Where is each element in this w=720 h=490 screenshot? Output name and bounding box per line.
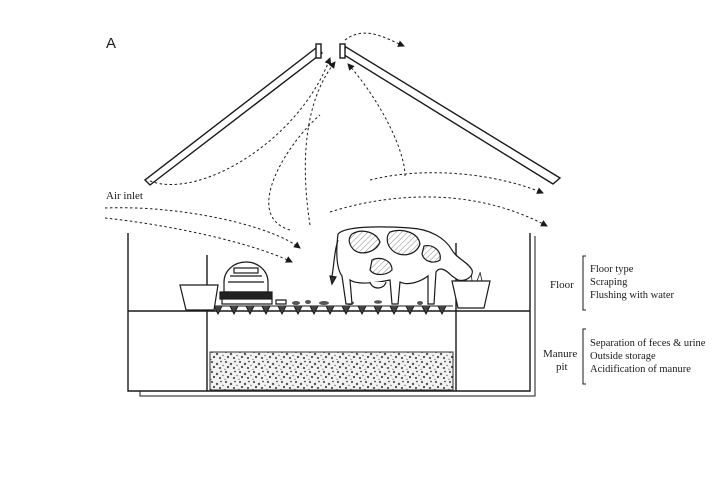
floor-option-item: Floor type <box>590 264 634 275</box>
airflow-inlet-down <box>104 217 293 263</box>
floor-option-item: Scraping <box>590 277 628 288</box>
airflow-right-upper <box>369 172 544 194</box>
cow-spot-2 <box>386 229 421 256</box>
airflow-right-lower <box>329 196 548 227</box>
manure-in-pit <box>209 351 454 391</box>
roof-right-panel <box>339 46 562 185</box>
floor-option-item: Flushing with water <box>590 290 674 301</box>
airflow-inlet-to-cow <box>104 207 301 249</box>
roof <box>143 43 562 186</box>
airflow-ridge-exit <box>344 32 405 47</box>
cow-tail <box>331 239 339 277</box>
airflow-center-left <box>268 114 321 231</box>
pit-base-shadow <box>139 236 536 397</box>
cow-spot-3 <box>369 257 393 276</box>
ridge-vent-right <box>339 43 346 59</box>
floor-options-list: Floor type Scraping Flushing with water <box>590 264 674 301</box>
feed-trough-left <box>179 284 219 311</box>
floor-label: Floor <box>550 279 574 291</box>
cow-udder <box>369 281 387 289</box>
manure-scraper-robot <box>219 261 287 305</box>
floor-options-bracket <box>582 255 586 311</box>
pit-option-item: Separation of feces & urine <box>590 338 706 349</box>
cow-spot-1 <box>348 230 381 254</box>
pit-options-bracket <box>582 328 586 385</box>
floor-droppings <box>292 300 423 305</box>
air-inlet-label: Air inlet <box>106 190 143 202</box>
airflow-center-up <box>304 61 336 226</box>
airflow-inlet-up <box>149 57 332 186</box>
outer-wall-and-pit <box>127 233 531 392</box>
manure-pit-label-line2: pit <box>556 361 568 373</box>
manure-pit-label-line1: Manure <box>543 348 577 360</box>
panel-label: A <box>106 35 116 52</box>
pit-option-item: Outside storage <box>590 351 656 362</box>
cow-illustration <box>329 226 473 305</box>
feed-trough-right <box>451 280 491 309</box>
roof-left-panel <box>143 47 324 186</box>
ridge-vent-left <box>315 43 322 59</box>
airflow-arrows <box>104 32 548 263</box>
pit-option-item: Acidification of manure <box>590 364 691 375</box>
cow-tail-tuft <box>329 275 337 286</box>
slatted-floor <box>210 305 453 316</box>
airflow-right-up <box>347 63 406 177</box>
cow-spot-4 <box>421 245 441 263</box>
pit-options-list: Separation of feces & urine Outside stor… <box>590 338 706 375</box>
